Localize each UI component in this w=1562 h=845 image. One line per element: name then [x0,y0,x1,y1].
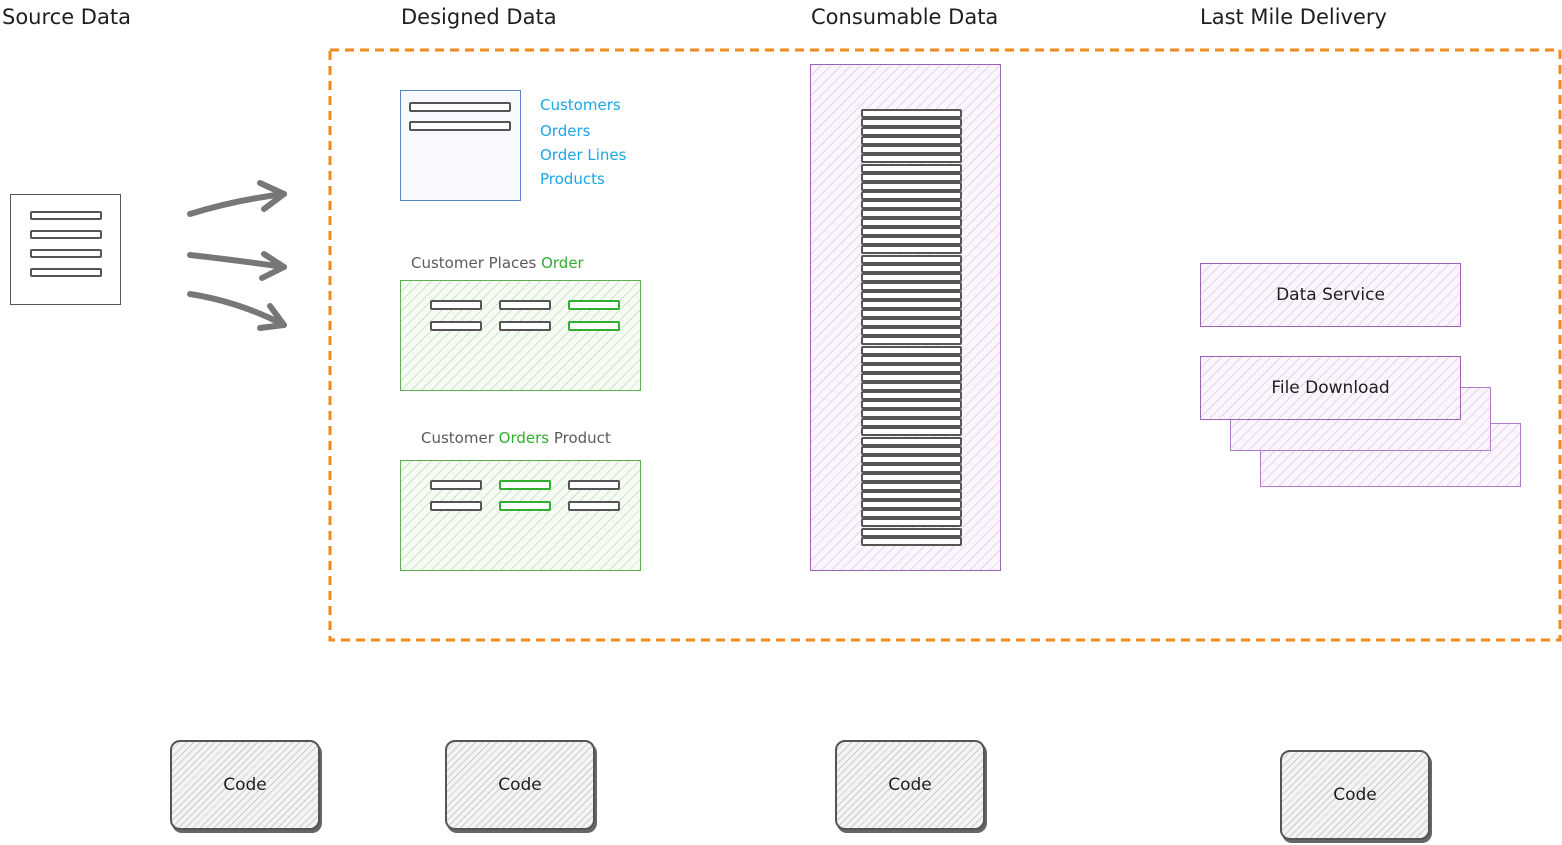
record-bar [861,136,962,146]
record-bar [861,145,962,155]
record-bar [861,236,962,246]
relationship-title-orders-product: Customer Orders Product [421,429,611,447]
record-bar [861,418,962,428]
heading-source-data: Source Data [2,5,131,29]
record-bar [861,190,962,200]
record-bar [861,509,962,519]
record-bar [861,527,962,537]
record-bar [861,300,962,309]
record-bar [861,473,962,482]
data-service-box: Data Service [1200,263,1461,327]
record-bar [861,454,962,464]
record-bar [861,281,962,291]
record-bar [861,354,962,364]
record-bar [861,482,962,491]
record-bar [861,327,962,337]
record-bar [861,218,962,228]
record-bar [861,291,962,300]
record-bar [861,536,962,546]
record-bar [861,336,962,346]
record-bar [861,391,962,400]
record-bar [861,372,962,382]
record-bar [861,263,962,273]
code-box-designed: Code [445,740,595,830]
entity-label-customers: Customers [540,96,621,114]
record-bar [861,345,962,355]
ingest-arrows [187,180,287,331]
code-box-consumable: Code [835,740,985,830]
relationship-box-places-order [400,280,641,391]
file-download-box: File Download [1200,356,1461,420]
record-bar [861,400,962,410]
code-box-last-mile: Code [1280,750,1430,840]
record-bar [861,209,962,218]
record-bar [861,118,962,127]
record-bar [861,491,962,501]
record-bar [861,500,962,510]
record-bar [861,382,962,391]
heading-consumable-data: Consumable Data [811,5,999,29]
heading-designed-data: Designed Data [401,5,557,29]
record-bar [861,227,962,237]
record-bar [861,318,962,328]
entity-label-orders: Orders [540,122,591,140]
heading-last-mile-delivery: Last Mile Delivery [1200,5,1387,29]
arrow-right-icon [187,251,287,281]
consumable-data-store [810,64,1001,571]
record-bar [861,436,962,446]
record-bar [861,463,962,473]
relationship-box-orders-product [400,460,641,571]
record-bar [861,154,962,164]
entity-table-box [400,90,521,201]
record-bar [861,409,962,419]
entity-label-order-lines: Order Lines [540,146,627,164]
record-bar [861,427,962,437]
arrow-right-icon [187,291,287,331]
record-bar [861,181,962,191]
record-bar [861,200,962,209]
code-box-source: Code [170,740,320,830]
record-bar [861,445,962,455]
record-bar [861,254,962,264]
relationship-title-places-order: Customer Places Order [411,254,584,272]
arrow-right-icon [187,180,287,217]
record-bar [861,363,962,373]
record-bar [861,309,962,319]
record-bar [861,109,962,118]
platform-boundary [328,48,1562,642]
record-bar [861,172,962,182]
record-bar [861,245,962,255]
record-bar [861,127,962,137]
entity-label-products: Products [540,170,605,188]
record-bar [861,518,962,528]
record-bar [861,163,962,173]
record-bar [861,272,962,282]
source-document-icon [10,194,121,305]
